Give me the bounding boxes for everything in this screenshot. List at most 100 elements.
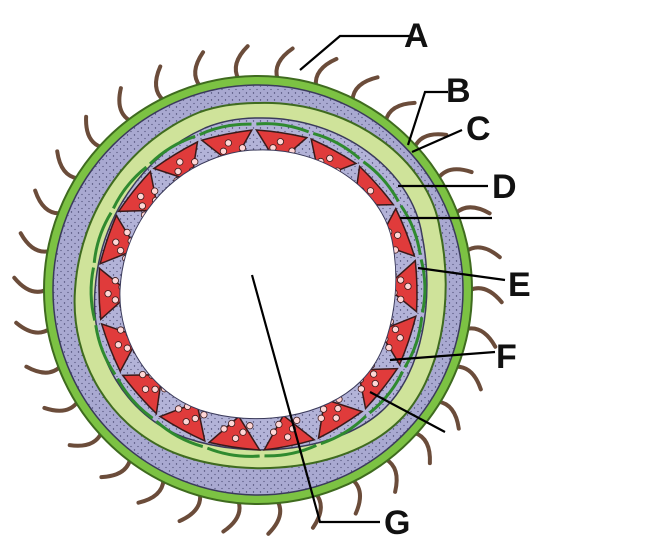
hair — [383, 100, 417, 123]
bundle-xylem — [117, 169, 159, 213]
label-F: F — [496, 338, 517, 376]
central-lumen — [119, 149, 397, 420]
bundle-xylem — [262, 414, 316, 451]
bundle-vessel — [228, 419, 236, 428]
bundle-vessel — [141, 385, 150, 393]
bundle-xylem — [121, 373, 163, 416]
bundle-vessel — [220, 425, 228, 433]
bundle-vessel — [191, 414, 199, 423]
bundle-xylem — [200, 129, 254, 166]
bundle-vessel — [117, 326, 125, 334]
leader-A — [299, 34, 410, 71]
bundle-phloem — [362, 160, 400, 203]
bundle-vessel — [111, 296, 119, 304]
labels: A B C D E F G — [384, 17, 531, 542]
hair — [266, 499, 283, 536]
bundle-vessel — [385, 343, 393, 352]
hair — [350, 477, 362, 516]
hair — [350, 75, 380, 103]
bundle-vessel — [246, 422, 254, 430]
bundle-phloem — [148, 134, 196, 165]
bundle-xylem — [317, 398, 364, 440]
bundle-phloem — [399, 204, 422, 256]
bundle-vessel — [326, 154, 334, 162]
bundle-vessel — [139, 370, 147, 379]
hair — [24, 364, 63, 375]
bundle-phloem — [92, 211, 113, 263]
bundle-vessel — [293, 416, 301, 424]
hair — [233, 44, 250, 81]
bundle-vessel — [151, 385, 159, 393]
bundle-vessel — [357, 385, 365, 393]
bundle-phloem — [256, 122, 310, 134]
bundle-vessel — [200, 411, 208, 419]
bundle-xylem — [98, 266, 132, 321]
bundle-vessel — [404, 282, 412, 290]
bundle-phloem — [112, 165, 148, 210]
bundle-vessel — [269, 428, 278, 436]
bundle-vessel — [391, 325, 400, 334]
bundle-vessel — [111, 277, 119, 285]
vascular-bundle — [206, 415, 262, 458]
bundle-vessel — [366, 187, 375, 195]
vascular-bundle — [317, 395, 368, 446]
bundle-vessel — [114, 341, 122, 349]
bundle-vessel — [191, 158, 199, 166]
bundle-vessel — [239, 428, 247, 436]
bundle-vessel — [176, 158, 184, 166]
hair — [18, 231, 52, 254]
bundle-vessel — [219, 147, 228, 155]
hair — [12, 275, 48, 294]
bundle-phloem — [312, 132, 361, 160]
hair — [436, 399, 461, 431]
bundle-phloem — [320, 415, 368, 446]
label-D: D — [492, 168, 517, 206]
label-E: E — [508, 266, 531, 304]
bundle-vessel — [112, 238, 120, 246]
leader-C — [411, 128, 463, 154]
hair — [42, 399, 80, 413]
hair — [468, 286, 504, 305]
hair — [14, 320, 52, 335]
bundle-xylem — [158, 401, 206, 443]
bundle-phloem — [206, 446, 260, 458]
bundle-vessel — [284, 433, 292, 441]
bundle-vessel — [371, 379, 379, 388]
hair — [33, 188, 63, 216]
bundle-vessel — [182, 418, 190, 426]
bundle-vessel — [231, 434, 240, 442]
label-B: B — [446, 72, 471, 110]
bundle-vessel — [397, 295, 405, 303]
bundle-phloem — [264, 444, 317, 458]
bundle-vessel — [137, 192, 145, 201]
hair — [453, 205, 492, 216]
bundle-vessel — [394, 231, 402, 239]
hair — [177, 491, 203, 524]
vascular-bundle — [112, 165, 160, 219]
bundle-xylem — [384, 259, 418, 314]
bundle-vessel — [334, 404, 342, 413]
bundle-phloem — [419, 259, 427, 313]
label-G: G — [384, 504, 410, 542]
bundle-vessel — [397, 276, 405, 284]
leader-extra — [369, 391, 446, 433]
hair — [221, 499, 242, 534]
vascular-bundle — [262, 414, 317, 458]
bundle-vessel — [104, 290, 112, 298]
hair — [193, 50, 206, 89]
bundle-vessel — [116, 246, 125, 255]
bundle-phloem — [403, 317, 424, 369]
bundle-xylem — [207, 415, 262, 451]
label-A: A — [404, 17, 429, 55]
bundle-vessel — [123, 344, 131, 352]
hair — [464, 326, 498, 349]
bundle-phloem — [116, 377, 154, 420]
bundle-xylem — [357, 367, 399, 411]
bundle-vessel — [370, 370, 378, 378]
bundle-vessel — [151, 187, 159, 195]
bundle-xylem — [254, 129, 309, 165]
hair — [436, 167, 474, 181]
bundle-vessel — [276, 138, 285, 146]
